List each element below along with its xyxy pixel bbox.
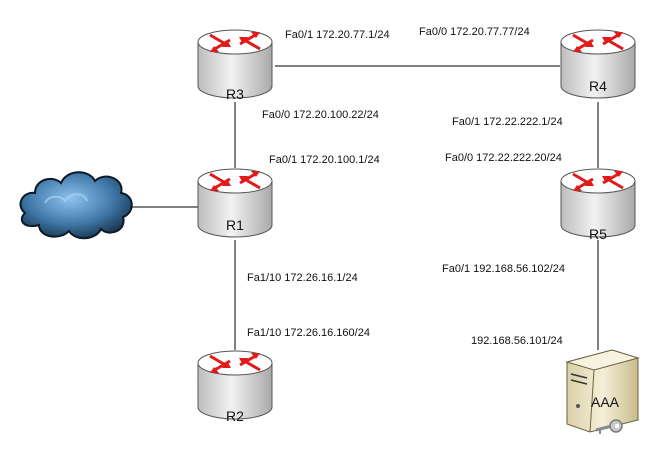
router-r4[interactable]: R4 — [559, 28, 637, 100]
cloud-icon — [19, 171, 133, 240]
router-r2[interactable]: R2 — [196, 349, 274, 424]
router-label: R2 — [226, 408, 244, 424]
router-r1[interactable]: R1 — [196, 167, 274, 239]
router-label: R5 — [589, 226, 607, 242]
interface-label-r2-fa110: Fa1/10 172.26.16.160/24 — [247, 327, 370, 339]
router-label: R3 — [226, 86, 244, 102]
interface-label-r4-fa01: Fa0/1 172.22.222.1/24 — [452, 116, 563, 128]
interface-label-r5-fa00: Fa0/0 172.22.222.20/24 — [445, 152, 562, 164]
interface-label-r4-fa00: Fa0/0 172.20.77.77/24 — [419, 26, 530, 38]
key-icon — [595, 419, 623, 434]
router-label: R4 — [589, 78, 607, 94]
interface-label-server-ip: 192.168.56.101/24 — [471, 335, 563, 347]
router-label: R1 — [226, 217, 244, 233]
interface-label-r1-fa110: Fa1/10 172.26.16.1/24 — [247, 272, 358, 284]
interface-label-r3-fa01: Fa0/1 172.20.77.1/24 — [285, 29, 390, 41]
interface-label-r1-fa01: Fa0/1 172.20.100.1/24 — [269, 154, 380, 166]
server-label: AAA — [591, 394, 620, 410]
aaa-server-with-key-icon[interactable]: AAA — [565, 349, 640, 434]
links — [127, 65, 599, 350]
interface-label-r3-fa00: Fa0/0 172.20.100.22/24 — [262, 109, 379, 121]
router-r3[interactable]: R3 — [196, 28, 274, 102]
interface-label-r5-fa01: Fa0/1 192.168.56.102/24 — [442, 263, 565, 275]
router-r5[interactable]: R5 — [559, 167, 637, 242]
